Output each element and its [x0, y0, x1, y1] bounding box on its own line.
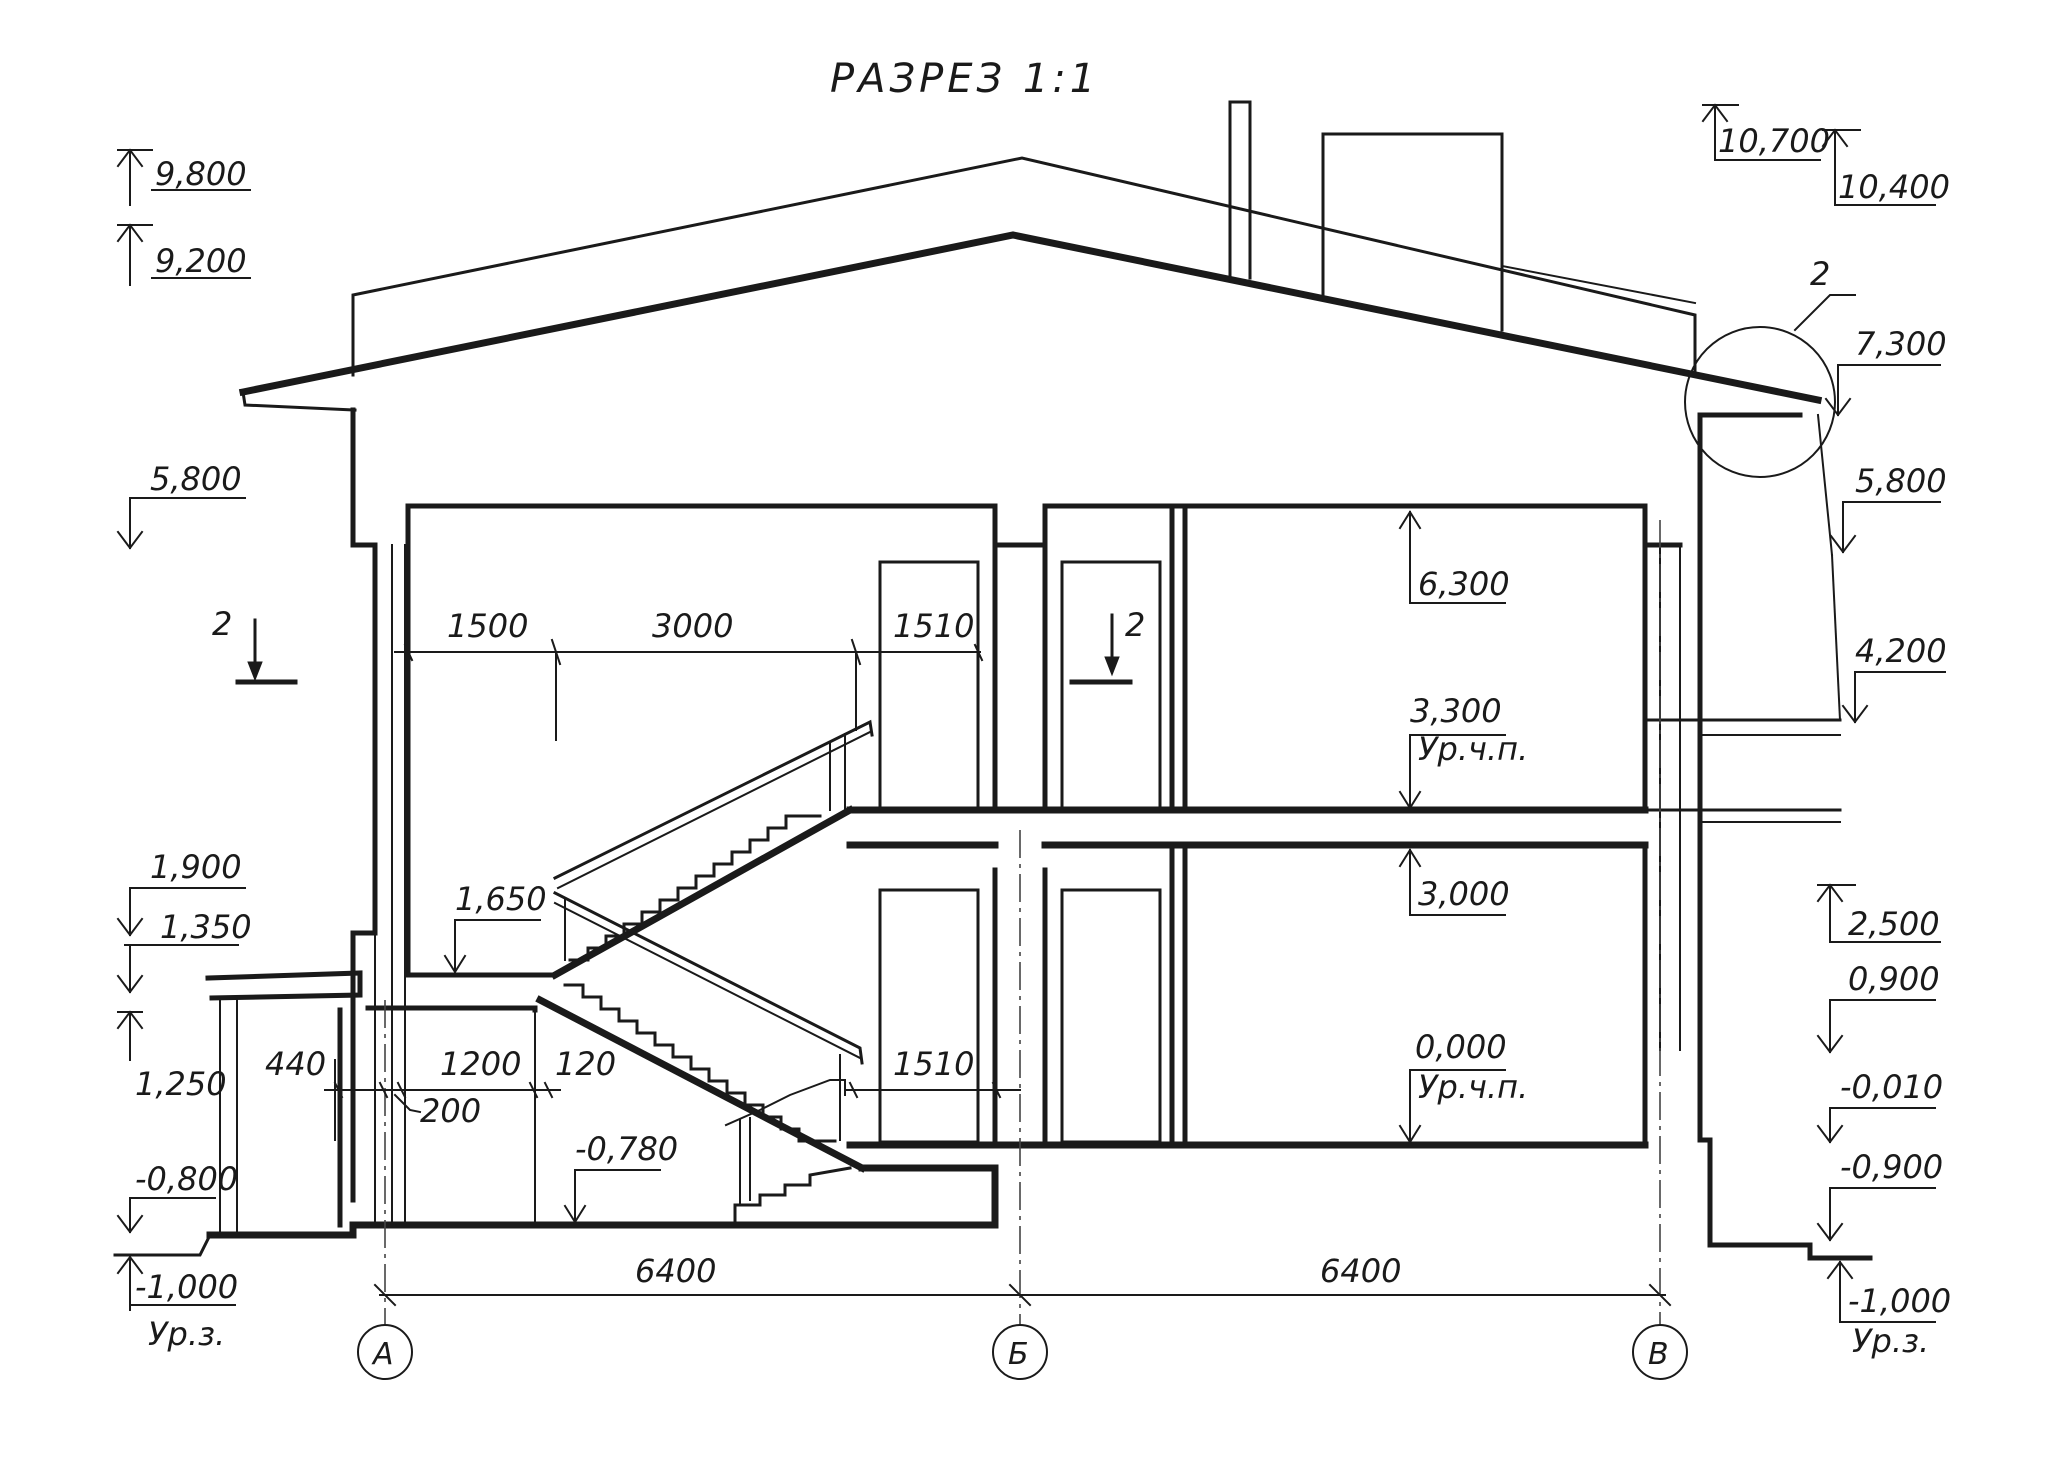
axis-marker-v	[1632, 1324, 1688, 1380]
detail-callout-label: 2	[1810, 255, 1830, 293]
dim-3000: 3000	[652, 607, 733, 645]
floor-level-upper: Ур.ч.п.	[1418, 730, 1528, 768]
axis-label-a: А	[371, 1337, 394, 1372]
left-elev-minus-1000: -1,000	[135, 1268, 238, 1306]
dim-120: 120	[555, 1045, 616, 1083]
left-elev-9200: 9,200	[155, 242, 247, 280]
grid-axes: А Б В 6400 6400	[357, 520, 1688, 1380]
staircase	[535, 719, 874, 1227]
left-elev-minus-0800: -0,800	[135, 1160, 238, 1198]
right-elevations: 10,700 10,400 7,300 5,800 4,200 2,500 0,…	[1701, 103, 1951, 1360]
roof	[238, 100, 1823, 412]
left-elev-5800: 5,800	[150, 460, 242, 498]
interior-elevations: 6,300 3,300 Ур.ч.п. 3,000 0,000 Ур.ч.п. …	[443, 510, 1528, 1224]
section-mark-center-label: 2	[1125, 606, 1145, 644]
right-elev-4200: 4,200	[1855, 632, 1947, 670]
dim-1500: 1500	[447, 607, 528, 645]
elev-6300: 6,300	[1418, 565, 1510, 603]
left-elevations: 9,800 9,200 5,800 1,900 1,350 1,250 -0,8…	[116, 148, 252, 1353]
dim-span-left: 6400	[635, 1252, 716, 1290]
axis-marker-b	[992, 1324, 1048, 1380]
elev-minus-0780: -0,780	[575, 1130, 678, 1168]
elev-1650: 1,650	[455, 880, 547, 918]
dim-1200: 1200	[440, 1045, 521, 1083]
dim-1510-bottom: 1510	[893, 1045, 974, 1083]
dim-1510-top: 1510	[893, 607, 974, 645]
elev-3300: 3,300	[1410, 692, 1502, 730]
right-elev-10400: 10,400	[1838, 168, 1950, 206]
dim-span-right: 6400	[1320, 1252, 1401, 1290]
right-elev-minus-1000: -1,000	[1848, 1282, 1951, 1320]
right-elev-10700: 10,700	[1718, 122, 1830, 160]
elev-0000: 0,000	[1415, 1028, 1507, 1066]
detail-callout-circle	[1684, 326, 1836, 478]
dim-200: 200	[420, 1092, 481, 1130]
left-elev-1900: 1,900	[150, 848, 242, 886]
right-elev-minus-0010: -0,010	[1840, 1068, 1943, 1106]
drawing-title: РАЗРЕЗ 1:1	[830, 56, 1099, 102]
interior-dimensions: 1500 3000 1510 440 1200 120 200 1510	[265, 607, 1021, 1141]
dim-440: 440	[265, 1045, 326, 1083]
axis-label-b: Б	[1008, 1337, 1029, 1372]
building-walls	[113, 407, 1873, 1261]
right-ground-level: Ур.з.	[1852, 1322, 1929, 1360]
right-elev-5800: 5,800	[1855, 462, 1947, 500]
axis-marker-a	[357, 1324, 413, 1380]
left-elev-1250: 1,250	[135, 1065, 227, 1103]
floor-level-lower: Ур.ч.п.	[1418, 1068, 1528, 1106]
right-elev-7300: 7,300	[1855, 325, 1947, 363]
left-elev-9800: 9,800	[155, 155, 247, 193]
elev-3000: 3,000	[1418, 875, 1510, 913]
section-marks: 2 2 2	[212, 255, 1856, 685]
right-elev-2500: 2,500	[1848, 905, 1940, 943]
left-ground-level: Ур.з.	[148, 1315, 225, 1353]
right-elev-minus-0900: -0,900	[1840, 1148, 1943, 1186]
right-elev-0900: 0,900	[1848, 960, 1940, 998]
left-elev-1350: 1,350	[160, 908, 252, 946]
section-mark-left-label: 2	[212, 605, 232, 643]
axis-label-v: В	[1648, 1337, 1669, 1372]
